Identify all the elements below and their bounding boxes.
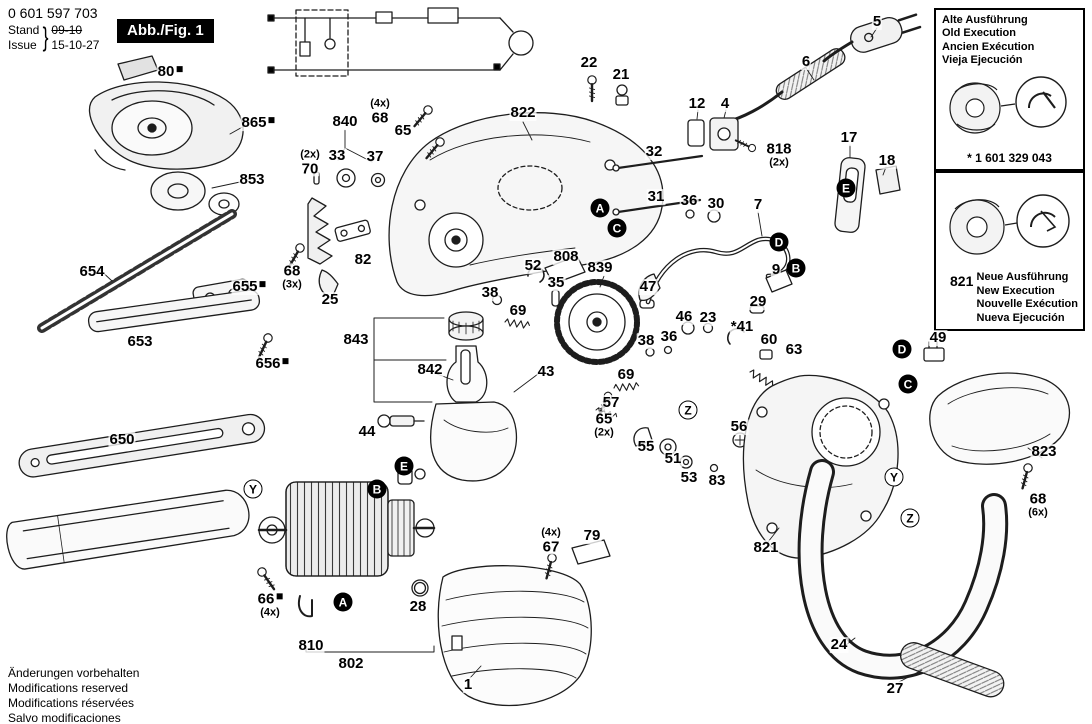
figure-label: Abb./Fig. 1 [117, 19, 214, 43]
legend-old-line-de: Alte Ausführung [942, 14, 1028, 26]
handle-frame-17-18 [834, 157, 901, 233]
document-part-number: 0 601 597 703 [8, 5, 98, 21]
brake-band-7-levers [613, 236, 793, 392]
legend-new-execution-box: 821 Neue Ausführung New Execution Nouvel… [934, 171, 1085, 331]
switch-group-4-12-818 [687, 117, 758, 154]
footer-line-es: Salvo modificaciones [8, 711, 121, 724]
footer-line-fr: Modifications réservées [8, 696, 135, 711]
legend-new-line-de: Neue Ausführung [976, 271, 1069, 284]
stand-label: Stand [8, 22, 40, 37]
legend-new-text: Neue Ausführung New Execution Nouvelle E… [977, 271, 1078, 325]
legend-new-drawing [949, 194, 1070, 255]
small-parts-33-37-70-82 [313, 129, 386, 242]
rods-32-31-36-30 [612, 154, 721, 223]
guide-bar-650 [18, 413, 266, 478]
brace-glyph: } [42, 22, 49, 52]
side-cover-823 [929, 372, 1070, 491]
power-cord-5-6 [724, 13, 922, 124]
front-cover-1 [411, 539, 611, 707]
legend-new-callout-821: 821 [950, 273, 974, 289]
modifications-note: Änderungen vorbehalten Modifications res… [8, 666, 139, 724]
legend-new-line-en: New Execution [976, 284, 1055, 297]
tensioner-55-51-53-56 [594, 389, 748, 473]
issue-label: Issue [8, 37, 37, 52]
legend-old-line-en: Old Execution [942, 27, 1016, 40]
oil-tank-group-843 [373, 311, 518, 482]
legend-old-text: Alte Ausführung Old Execution Ancien Exé… [936, 10, 1083, 68]
wiring-diagram [267, 7, 534, 77]
gear-housing-822 [388, 112, 664, 297]
spiked-bumper-25 [307, 197, 339, 299]
stand-issue-block: Stand Issue } 09-10 15-10-27 [8, 22, 99, 53]
legend-old-drawing [949, 76, 1067, 134]
leader-lines [97, 27, 1043, 683]
cover-strip-653 [87, 289, 275, 361]
connector-49 [923, 341, 945, 362]
screw-22-nut-21 [586, 74, 629, 106]
footer-line-en: Modifications reserved [8, 681, 129, 696]
clutch-drum-853 [150, 171, 240, 216]
legend-old-part-number: * 1 601 329 043 [967, 151, 1052, 165]
sprocket-cover-865 [89, 55, 244, 171]
issue-date-old: 09-10 [51, 22, 83, 37]
worm-gear-839 [554, 279, 655, 365]
legend-new-line-es: Nueva Ejecución [976, 311, 1065, 324]
legend-new-line-fr: Nouvelle Exécution [976, 298, 1078, 311]
saw-chain-654 [37, 209, 237, 333]
footer-line-de: Änderungen vorbehalten [8, 666, 140, 680]
legend-old-execution-box: Alte Ausführung Old Execution Ancien Exé… [934, 8, 1085, 171]
chain-guard [6, 489, 250, 570]
legend-old-line-fr: Ancien Exécution [942, 40, 1035, 53]
legend-old-line-es: Vieja Ejecución [942, 54, 1023, 67]
issue-date-new: 15-10-27 [51, 37, 100, 52]
handle-grip-27 [900, 642, 1005, 698]
armature-motor-802 [254, 467, 436, 653]
